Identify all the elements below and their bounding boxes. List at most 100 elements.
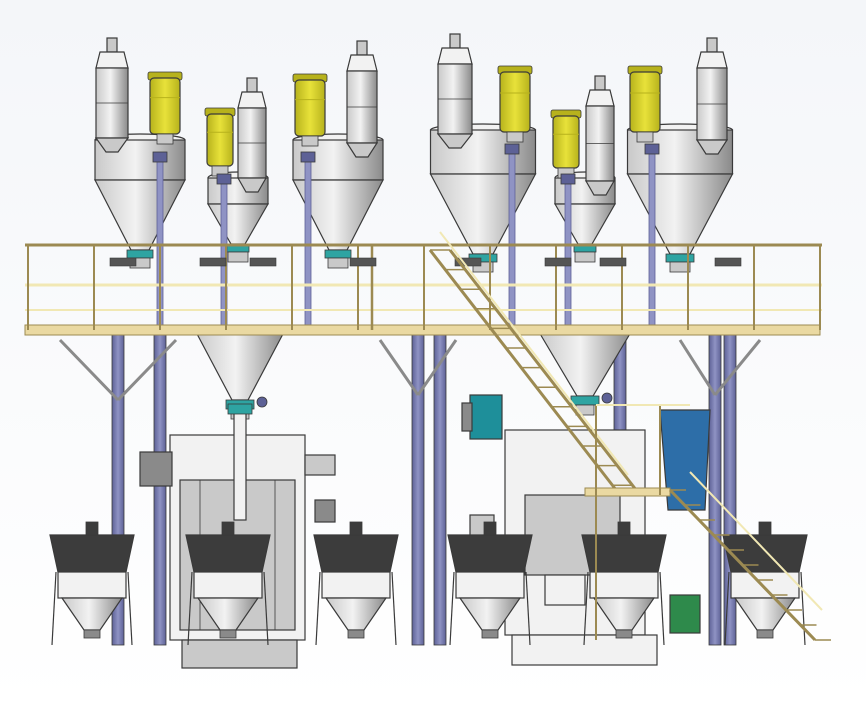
loader-head [95, 51, 129, 69]
bag-leg [127, 571, 133, 646]
vacuum-loader [94, 37, 130, 153]
outlet-valve [126, 249, 154, 259]
mixer-discharge [544, 574, 586, 606]
vacuum-loader [695, 37, 729, 155]
filter-body [629, 71, 661, 133]
valve-bracket [249, 257, 277, 267]
bag-outlet [83, 629, 101, 639]
conveying-pipe [564, 181, 572, 331]
cone-flange [575, 404, 595, 416]
valve-bracket [349, 257, 377, 267]
bag-outlet [347, 629, 365, 639]
outlet-flange [669, 261, 691, 273]
mixer-gearbox [659, 409, 711, 511]
support-column [411, 329, 425, 646]
mixer-motor [469, 394, 503, 440]
pipe-inlet-box [644, 143, 660, 155]
bag-outlet [615, 629, 633, 639]
outlet-flange [472, 261, 494, 273]
loader-head [437, 47, 473, 65]
bag-hopper-lid [185, 534, 271, 573]
bag-leg [315, 571, 321, 646]
bag-hopper-lid [722, 534, 808, 573]
bag-discharge-station [313, 521, 399, 646]
loader-cone [236, 177, 268, 193]
bag-outlet [481, 629, 499, 639]
cone-actuator [601, 392, 613, 404]
dust-filter [292, 73, 328, 147]
bag-frame [589, 571, 659, 599]
filter-body [499, 71, 531, 133]
column-brace [378, 339, 420, 396]
bag-outlet [756, 629, 774, 639]
bag-outlet [219, 629, 237, 639]
filter-neck [301, 135, 319, 147]
valve-bracket [199, 257, 227, 267]
bag-hopper-lid [447, 534, 533, 573]
filter-body [552, 115, 580, 169]
stair-stringer [428, 249, 622, 496]
valve-bracket [454, 257, 482, 267]
support-column [153, 329, 167, 646]
loader-head [346, 54, 378, 72]
loader-head [696, 51, 728, 69]
hydraulic-unit [669, 594, 701, 634]
column-brace [678, 339, 717, 396]
mixer-control-box [314, 499, 336, 523]
loader-cone [436, 133, 474, 149]
bag-leg [51, 571, 57, 646]
bag-frame [193, 571, 263, 599]
filter-body [206, 113, 234, 167]
pipe-inlet-box [216, 173, 232, 185]
outlet-flange [574, 251, 596, 263]
loader-cap [246, 77, 258, 93]
mixer-drive-motor [139, 451, 173, 487]
cone-valve [570, 395, 600, 406]
conveying-pipe [508, 151, 516, 331]
bag-leg [263, 571, 269, 646]
mixer-motor-end [461, 402, 473, 432]
loader-cap [356, 40, 368, 56]
pipe-inlet-box [152, 151, 168, 163]
bag-lifting-lug [85, 521, 99, 536]
column-brace [416, 339, 458, 396]
support-column [433, 329, 447, 646]
bag-frame [57, 571, 127, 599]
walkway-deck [24, 324, 821, 336]
conveying-pipe [648, 151, 656, 331]
stair-stringer [448, 249, 642, 496]
column-brace [116, 338, 178, 402]
vacuum-loader [436, 33, 474, 149]
bag-hopper-lid [313, 534, 399, 573]
bag-leg [724, 571, 730, 646]
valve-bracket [714, 257, 742, 267]
bag-discharge-station [722, 521, 808, 646]
valve-bracket [544, 257, 572, 267]
bag-leg [800, 571, 806, 646]
bag-leg [525, 571, 531, 646]
bag-hopper-lid [581, 534, 667, 573]
bag-lifting-lug [758, 521, 772, 536]
bag-frame [321, 571, 391, 599]
filter-neck [156, 133, 174, 145]
filter-body [294, 79, 326, 137]
loader-head [237, 91, 267, 109]
loader-head [585, 89, 615, 107]
valve-bracket [109, 257, 137, 267]
dust-filter [550, 109, 582, 179]
pipe-inlet-box [560, 173, 576, 185]
filter-body [149, 77, 181, 135]
bag-discharge-station [185, 521, 271, 646]
loader-cap [449, 33, 461, 49]
column-brace [713, 339, 762, 396]
loader-cone [695, 139, 729, 155]
vacuum-loader [584, 75, 616, 196]
bag-frame [455, 571, 525, 599]
equipment [49, 33, 808, 669]
support-column [708, 329, 722, 646]
bag-discharge-station [49, 521, 135, 646]
loader-cap [706, 37, 718, 53]
vacuum-loader [345, 40, 379, 158]
